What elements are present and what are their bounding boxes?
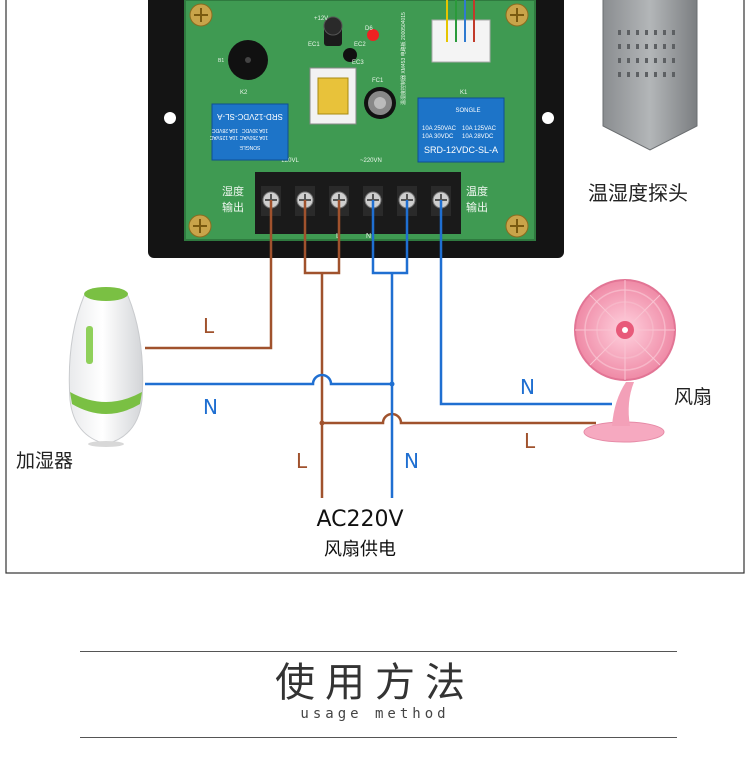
probe-connector — [431, 0, 491, 63]
pcb-id: 温湿度控制器 XM453 电路板 2000504015 — [400, 12, 407, 105]
capacitor-ec3 — [343, 48, 357, 62]
wire-neutral-bridge — [371, 200, 409, 275]
desk-fan — [574, 279, 676, 443]
label-humidifier-n: N — [203, 395, 218, 419]
silk-ec3: EC3 — [352, 60, 364, 66]
pcb-screw — [188, 214, 212, 238]
relay-k2-brand: SONGLE — [239, 144, 261, 150]
section-divider-bottom — [80, 737, 677, 738]
humidifier — [68, 287, 144, 447]
relay-k1-rating-1: 10A 250VAC — [422, 126, 457, 132]
temp-output-label-1: 温度 — [466, 184, 488, 198]
relay-k1-rating-2: 10A 30VDC — [422, 134, 454, 140]
terminal-block: L N — [255, 172, 461, 240]
supply-caption: 风扇供电 — [324, 539, 396, 560]
silk-fc1: FC1 — [372, 78, 384, 84]
diagram-frame — [5, 0, 745, 574]
supply-voltage-label: AC220V — [316, 507, 403, 532]
temp-humidity-probe — [602, 0, 698, 151]
silk-12v: +12V — [314, 16, 328, 22]
humidity-output-label-2: 输出 — [222, 200, 244, 214]
label-humidifier-l: L — [203, 314, 215, 338]
capacitor-fc1 — [364, 87, 396, 119]
silk-220vl: ~220VL — [278, 158, 300, 164]
wiring — [145, 200, 612, 498]
label-fan-n: N — [520, 375, 535, 399]
mount-hole-right — [542, 112, 554, 124]
relay-k2-rating-3: 10A 125VAC — [209, 134, 238, 140]
pcb-screw — [505, 3, 529, 27]
wire-fan-live — [322, 412, 596, 425]
silk-220vn: ~220VN — [360, 158, 382, 164]
silk-b1: B1 — [218, 58, 224, 64]
led-indicator — [367, 29, 379, 41]
relay-k1-brand: SONGLE — [455, 108, 480, 114]
label-supply-n: N — [404, 449, 419, 473]
temp-output-label-2: 输出 — [466, 200, 488, 214]
section-subtitle: usage method — [300, 706, 450, 722]
wire-humidifier-live — [145, 200, 273, 350]
label-supply-l: L — [296, 449, 308, 473]
silk-ec2: EC2 — [354, 42, 366, 48]
relay-k2-rating-1: 10A 250VAC — [239, 134, 268, 140]
wire-humidifier-neutral — [145, 373, 392, 386]
probe-label: 温湿度探头 — [588, 181, 688, 205]
pcb-board: B1 +12V EC1 — [184, 0, 536, 241]
relay-k1-rating-4: 10A 28VDC — [462, 134, 494, 140]
wiring-diagram: B1 +12V EC1 — [5, 0, 745, 574]
relay-k1-model: SRD-12VDC-SL-A — [424, 145, 498, 155]
humidifier-label: 加湿器 — [16, 450, 73, 472]
wire-fan-neutral — [439, 200, 612, 406]
relay-k2-rating-2: 10A 30VDC — [241, 127, 268, 133]
relay-k1: SONGLE 10A 250VAC 10A 30VDC 10A 125VAC 1… — [417, 97, 505, 163]
relay-k2: SONGLE 10A 250VAC 10A 30VDC 10A 125VAC 1… — [209, 103, 289, 161]
silk-n: N — [366, 233, 371, 240]
relay-k2-rating-4: 10A 28VDC — [211, 127, 238, 133]
mount-hole-left — [164, 112, 176, 124]
pcb-screw — [189, 3, 213, 27]
silk-ec1: EC1 — [308, 42, 320, 48]
section-divider-top — [80, 651, 677, 652]
silk-k2: K2 — [240, 90, 248, 96]
silk-k1: K1 — [460, 90, 468, 96]
capacitor-ec1 — [323, 16, 343, 46]
relay-k2-model: SRD-12VDC-SL-A — [216, 112, 282, 121]
silk-d6: D6 — [365, 26, 373, 32]
transformer — [309, 67, 357, 125]
relay-k1-rating-3: 10A 125VAC — [462, 126, 497, 132]
humidity-output-label-1: 湿度 — [222, 184, 244, 198]
pcb-screw — [505, 214, 529, 238]
fan-label: 风扇 — [674, 386, 712, 408]
section-title: 使用方法 — [275, 660, 475, 706]
label-fan-l: L — [524, 429, 536, 453]
